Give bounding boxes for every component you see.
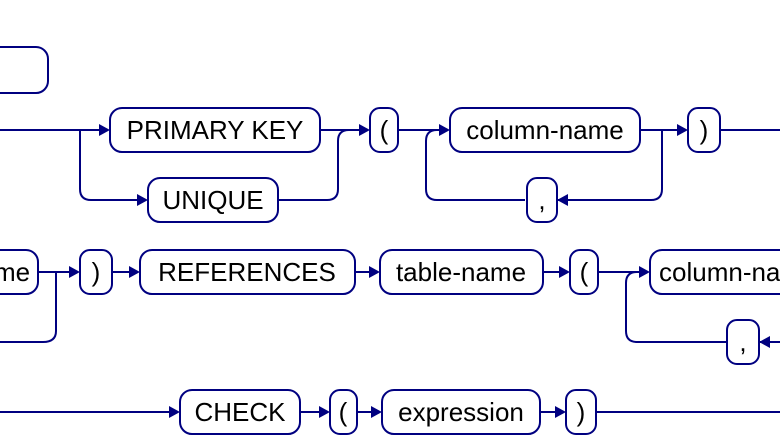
- row2-comma-loop-back-wire: [625, 271, 726, 343]
- row1-open-paren-terminal: (: [369, 107, 399, 153]
- table-name-terminal: table-name: [379, 249, 544, 295]
- row3-open-paren-terminal: (: [329, 389, 358, 435]
- row2-comma-terminal: ,: [726, 319, 760, 365]
- row2-comma-return-wire: [0, 272, 57, 343]
- row3-arrow-closeparen: [555, 406, 566, 418]
- unique-terminal: UNIQUE: [147, 177, 279, 223]
- row2-arrow-col: [639, 266, 650, 278]
- row1-comma-loop-back-wire: [425, 129, 525, 201]
- row2-column-name-cut-label: column-na: [659, 257, 780, 287]
- references-label: REFERENCES: [158, 257, 336, 287]
- table-name-label: table-name: [396, 257, 526, 287]
- row1-comma-label: ,: [538, 185, 545, 215]
- expression-label: expression: [398, 397, 524, 427]
- row1-arrow-unique: [137, 194, 148, 206]
- row1-arrow-col: [439, 124, 450, 136]
- row2-arrow-references: [129, 266, 140, 278]
- row3-open-paren-label: (: [339, 397, 348, 427]
- row2-column-name-fragment-terminal: me: [0, 249, 39, 295]
- references-terminal: REFERENCES: [139, 249, 356, 295]
- row1-close-paren-terminal: ): [687, 107, 721, 153]
- row2-arrow-comma: [759, 336, 770, 348]
- partial-top-box: [0, 46, 49, 94]
- row2-close-paren-terminal: ): [79, 249, 113, 295]
- row2-arrow-paren: [559, 266, 570, 278]
- row1-arrow-pk: [99, 124, 110, 136]
- row1-unique-branch-wire: [79, 130, 138, 201]
- row2-arrow-closeparen: [69, 266, 80, 278]
- primary-key-label: PRIMARY KEY: [127, 115, 304, 145]
- primary-key-terminal: PRIMARY KEY: [109, 107, 321, 153]
- row1-arrow-comma: [557, 194, 568, 206]
- row1-arrow-closeparen: [677, 124, 688, 136]
- row2-open-paren-label: (: [580, 257, 589, 287]
- row2-comma-label: ,: [739, 327, 746, 357]
- row2-arrow-table: [369, 266, 380, 278]
- row1-column-name-terminal: column-name: [449, 107, 641, 153]
- row1-comma-terminal: ,: [526, 177, 558, 223]
- row2-column-name-fragment-label: me: [0, 257, 30, 287]
- row3-arrow-expr: [371, 406, 382, 418]
- unique-label: UNIQUE: [162, 185, 263, 215]
- row1-arrow-paren: [359, 124, 370, 136]
- row1-open-paren-label: (: [380, 115, 389, 145]
- row3-close-paren-terminal: ): [565, 389, 597, 435]
- row3-close-paren-label: ): [577, 397, 586, 427]
- check-label: CHECK: [194, 397, 286, 427]
- row3-arrow-paren: [319, 406, 330, 418]
- row2-close-paren-label: ): [92, 257, 101, 287]
- row1-close-paren-label: ): [700, 115, 709, 145]
- row3-arrow-check: [169, 406, 180, 418]
- row1-comma-loop-wire: [558, 130, 663, 201]
- row2-open-paren-terminal: (: [569, 249, 599, 295]
- expression-terminal: expression: [381, 389, 541, 435]
- check-terminal: CHECK: [179, 389, 301, 435]
- row1-column-name-label: column-name: [466, 115, 624, 145]
- row2-column-name-cut-terminal: column-na: [649, 249, 780, 295]
